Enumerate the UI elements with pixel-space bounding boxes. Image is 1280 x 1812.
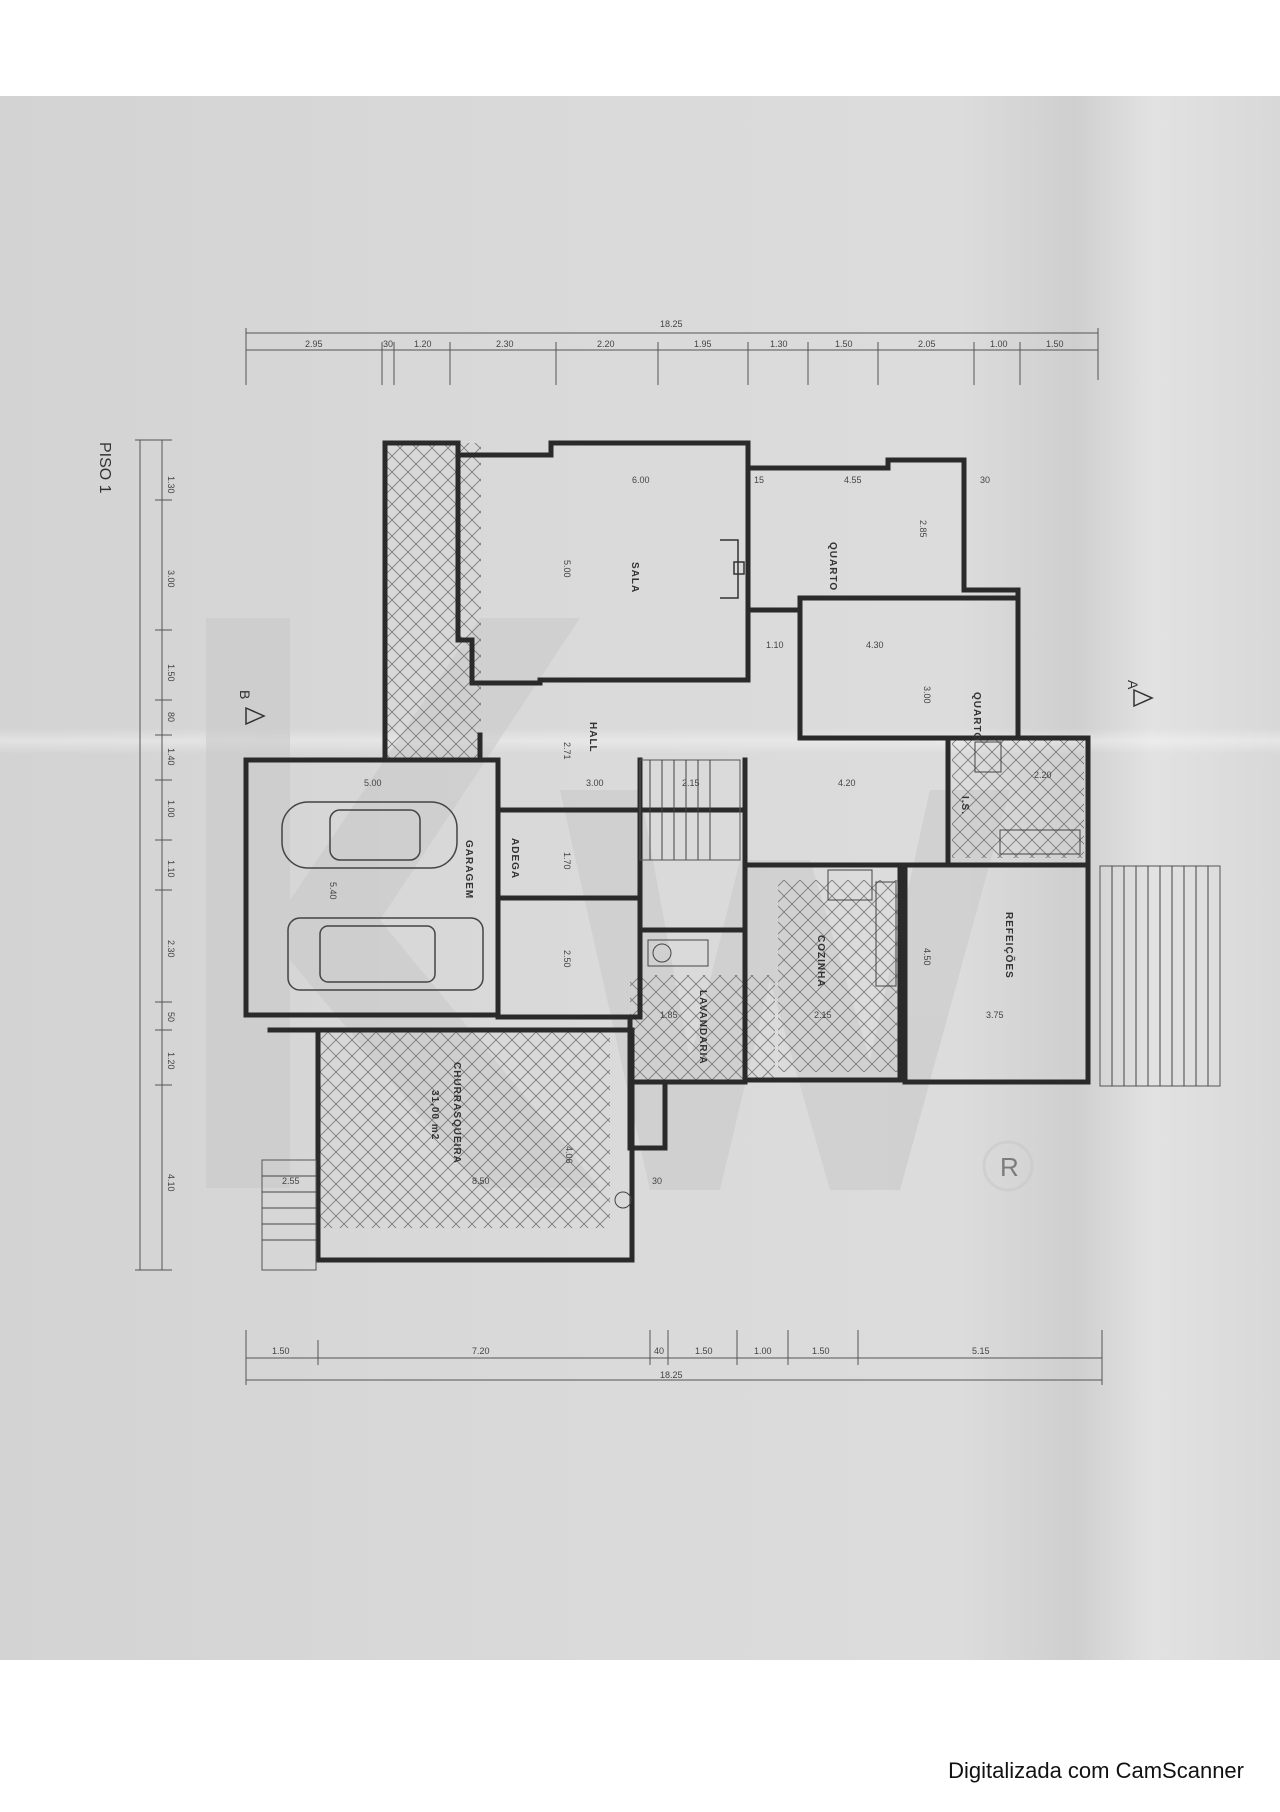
car-top-icon — [281, 801, 458, 869]
tiled-areas — [318, 443, 1084, 1228]
svg-text:5.00: 5.00 — [562, 560, 572, 578]
svg-text:3.00: 3.00 — [586, 778, 604, 788]
car-bottom-icon — [287, 917, 484, 991]
svg-text:30: 30 — [980, 475, 990, 485]
room-label-garagem: GARAGEM — [463, 840, 474, 899]
left-dimension-chain: 1.30 3.00 1.50 80 1.40 1.00 1.10 2.30 50… — [135, 439, 176, 1271]
section-mark-a: A — [1125, 680, 1154, 708]
fireplace-icon — [720, 539, 745, 599]
svg-text:1.85: 1.85 — [660, 1010, 678, 1020]
bottom-dimension-chain: 1.50 7.20 40 1.50 1.00 1.50 5.15 18.25 — [245, 1330, 1103, 1385]
svg-text:15: 15 — [754, 475, 764, 485]
bottom-total-dim: 18.25 — [660, 1370, 683, 1380]
room-label-quarto: QUARTO — [827, 542, 838, 591]
svg-text:8.50: 8.50 — [472, 1176, 490, 1186]
svg-text:4.50: 4.50 — [922, 948, 932, 966]
room-labels: SALA QUARTO QUARTO HALL GARAGEM ADEGA LA… — [429, 542, 1016, 1164]
svg-text:5.40: 5.40 — [328, 882, 338, 900]
svg-text:30: 30 — [652, 1176, 662, 1186]
svg-text:2.71: 2.71 — [562, 742, 572, 760]
left-dim: 1.00 — [166, 800, 176, 818]
left-dim: 4.10 — [166, 1174, 176, 1192]
top-dim: 1.95 — [694, 339, 712, 349]
room-label-is: I.S. — [959, 796, 970, 815]
left-dim: 3.00 — [166, 570, 176, 588]
top-dim: 30 — [383, 339, 393, 349]
top-dim: 1.30 — [770, 339, 788, 349]
svg-text:3.75: 3.75 — [986, 1010, 1004, 1020]
top-dim: 1.50 — [835, 339, 853, 349]
bottom-dim: 1.00 — [754, 1346, 772, 1356]
left-dim: 1.10 — [166, 860, 176, 878]
svg-text:2.15: 2.15 — [814, 1010, 832, 1020]
top-dim: 1.20 — [414, 339, 432, 349]
interior-dimensions: 6.00 5.00 4.55 2.85 30 15 1.10 4.30 3.00… — [282, 475, 1052, 1186]
scanner-footer: Digitalizada com CamScanner — [948, 1758, 1244, 1783]
room-label-cozinha: COZINHA — [815, 935, 826, 988]
top-dimension-chain: 18.25 2.95 30 1.20 2.30 2.20 1.95 1.30 1… — [245, 319, 1099, 385]
svg-text:4.06: 4.06 — [564, 1146, 574, 1164]
bottom-dim: 40 — [654, 1346, 664, 1356]
svg-text:2.85: 2.85 — [918, 520, 928, 538]
svg-text:B: B — [237, 690, 253, 699]
svg-text:4.30: 4.30 — [866, 640, 884, 650]
left-dim: 1.20 — [166, 1052, 176, 1070]
svg-text:6.00: 6.00 — [632, 475, 650, 485]
bottom-dim: 1.50 — [812, 1346, 830, 1356]
svg-text:2.55: 2.55 — [282, 1176, 300, 1186]
room-label-sala: SALA — [629, 562, 640, 593]
kitchen-counter — [614, 741, 1081, 1209]
left-dim: 1.40 — [166, 748, 176, 766]
room-label-quarto: QUARTO — [971, 692, 982, 741]
svg-text:2.20: 2.20 — [1034, 770, 1052, 780]
top-dim: 2.05 — [918, 339, 936, 349]
section-mark-b: B — [237, 690, 266, 726]
svg-text:1.10: 1.10 — [766, 640, 784, 650]
top-dim: 2.95 — [305, 339, 323, 349]
top-dim: 2.30 — [496, 339, 514, 349]
left-dim: 1.30 — [166, 476, 176, 494]
svg-text:4.55: 4.55 — [844, 475, 862, 485]
svg-text:3.00: 3.00 — [922, 686, 932, 704]
left-dim: 2.30 — [166, 940, 176, 958]
svg-text:1.70: 1.70 — [562, 852, 572, 870]
room-label-hall: HALL — [587, 722, 598, 753]
walls — [243, 440, 1091, 1263]
top-dim: 2.20 — [597, 339, 615, 349]
room-area-churrasqueira: 31,00 m2 — [429, 1090, 440, 1140]
bottom-dim: 1.50 — [272, 1346, 290, 1356]
room-label-churrasqueira: CHURRASQUEIRA — [451, 1062, 462, 1164]
bottom-dim: 5.15 — [972, 1346, 990, 1356]
svg-text:2.50: 2.50 — [562, 950, 572, 968]
bottom-dim: 7.20 — [472, 1346, 490, 1356]
room-label-refeicoes: REFEIÇÕES — [1003, 912, 1016, 979]
svg-text:5.00: 5.00 — [364, 778, 382, 788]
floor-title: PISO 1 — [96, 442, 113, 494]
top-dim: 1.00 — [990, 339, 1008, 349]
bottom-dim: 1.50 — [695, 1346, 713, 1356]
left-dim: 50 — [166, 1012, 176, 1022]
room-label-lavandaria: LAVANDARIA — [697, 990, 708, 1065]
svg-text:2.15: 2.15 — [682, 778, 700, 788]
svg-text:R: R — [1000, 1152, 1019, 1182]
top-dim: 1.50 — [1046, 339, 1064, 349]
exterior-stairs — [1099, 865, 1221, 1087]
left-dim: 1.50 — [166, 664, 176, 682]
svg-text:A: A — [1125, 680, 1141, 690]
interior-stairs — [639, 759, 741, 861]
room-label-adega: ADEGA — [509, 838, 520, 879]
left-dim: 80 — [166, 712, 176, 722]
garden-stairs — [261, 1159, 317, 1271]
svg-text:4.20: 4.20 — [838, 778, 856, 788]
top-total-dim: 18.25 — [660, 319, 683, 329]
